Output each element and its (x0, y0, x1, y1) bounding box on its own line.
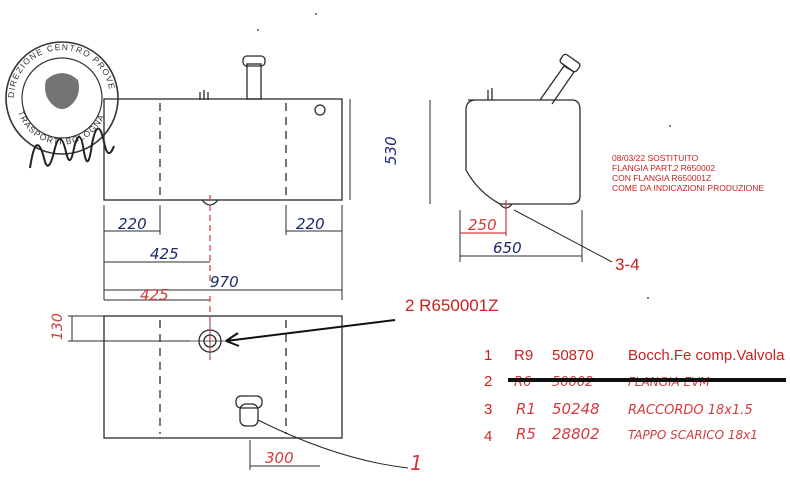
drain-leader (257, 419, 409, 469)
revision-line-2: FLANGIA PART.2 R650002 (612, 163, 715, 173)
dim-width-650: 650 (493, 239, 522, 257)
callout-3-4: 3-4 (615, 255, 640, 274)
part-row-1-num: 1 (484, 347, 492, 364)
dim-drain-300: 300 (265, 449, 294, 467)
revision-note: 08/03/22 SOSTITUITO FLANGIA PART.2 R6500… (612, 153, 764, 193)
drain-plug-head (235, 395, 263, 409)
dim-offset-250: 250 (468, 216, 497, 234)
revision-line-1: 08/03/22 SOSTITUITO (612, 153, 699, 163)
part-row-1-part: 50870 (552, 347, 594, 364)
part-row-2-part: 50002 (552, 375, 593, 390)
stamp-outer-ring (5, 41, 119, 155)
callout-3-4-leader (513, 209, 613, 263)
dim-center-425: 425 (150, 245, 179, 263)
dim-total-970: 970 (210, 273, 239, 291)
part-row-4-desc: TAPPO SCARICO 18x1 (628, 428, 758, 442)
part-row-2-num: 2 (484, 373, 492, 390)
flange-arrowhead (225, 332, 240, 347)
front-view (103, 55, 351, 300)
vent-fitting (199, 90, 209, 100)
part-row-3-desc: RACCORDO 18x1.5 (628, 403, 753, 418)
part-row-2-code: R6 (514, 375, 531, 390)
callout-drain: 1 (410, 451, 423, 475)
paper-specks (257, 13, 671, 299)
part-row-3-part: 50248 (552, 400, 600, 418)
stamp-inner-ring (21, 57, 103, 139)
front-view-body (103, 98, 343, 201)
part-row-1-code: R9 (514, 347, 533, 364)
filler-cap (242, 55, 266, 67)
side-view-body (465, 99, 581, 205)
part-row-3-code: R1 (516, 400, 536, 418)
drain-plug (239, 403, 259, 427)
parts-list: 1 R9 50870 Bocch.Fe comp.Valvola 2 R6 50… (484, 347, 786, 445)
side-filler-cap (559, 53, 581, 73)
stamp-emblem (45, 73, 79, 109)
callout-flange: 2 R650001Z (405, 296, 499, 315)
sender-fitting (314, 104, 326, 116)
dim-left-220: 220 (118, 215, 147, 233)
side-view (429, 53, 583, 262)
dim-height-530: 530 (382, 136, 400, 165)
flange-arrow-line (225, 319, 396, 342)
side-filler-neck (539, 65, 575, 105)
revision-line-4: COME DA INDICAZIONI PRODUZIONE (612, 183, 764, 193)
part-row-4-num: 4 (484, 428, 492, 445)
part-row-1-desc: Bocch.Fe comp.Valvola (628, 347, 785, 364)
part-row-4-part: 28802 (552, 425, 600, 443)
bottom-view (68, 296, 343, 470)
side-vent (487, 88, 493, 100)
filler-neck (246, 63, 262, 100)
part-row-3-num: 3 (484, 401, 492, 418)
bottom-view-body (103, 315, 343, 439)
dim-right-220: 220 (296, 215, 325, 233)
signature (29, 127, 115, 169)
revision-line-3: CON FLANGIA R650001Z (612, 173, 711, 183)
dim-flange-425: 425 (140, 286, 169, 304)
dim-flange-130: 130 (50, 313, 66, 340)
part-row-4-code: R5 (516, 425, 536, 443)
